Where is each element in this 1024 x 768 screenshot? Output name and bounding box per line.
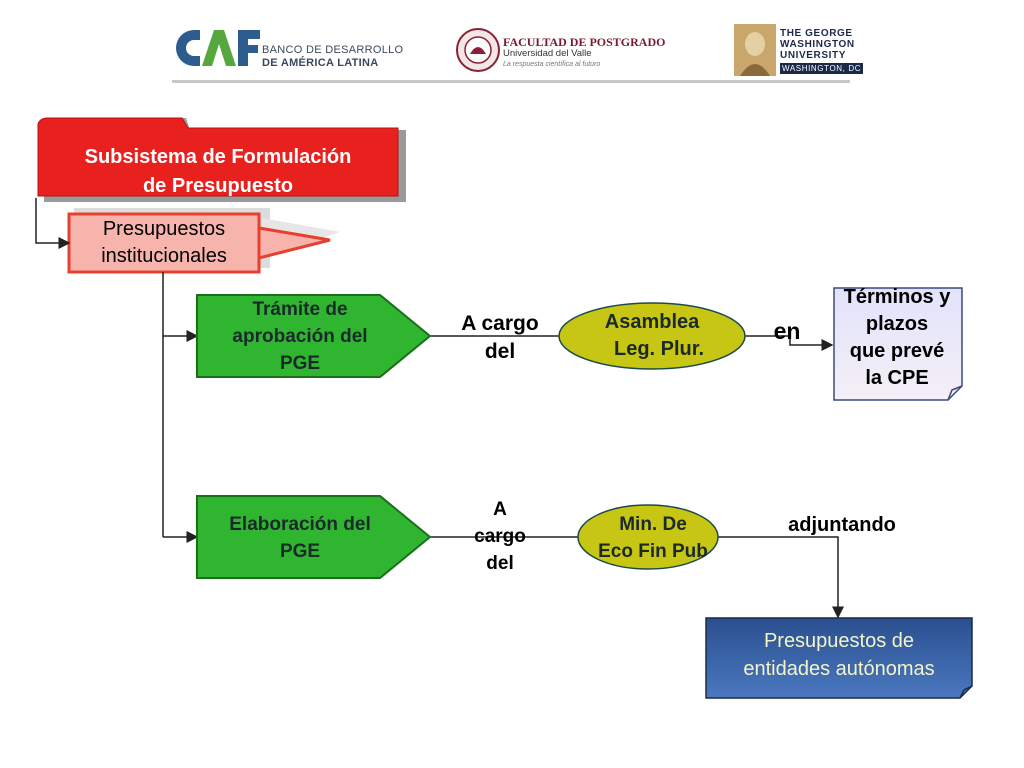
adjuntando-label: adjuntando [788,514,896,536]
terminos-line1: Términos y [843,286,951,308]
subsystem-line1: Subsistema de Formulación [84,146,352,168]
cargo-top-line1: A cargo [461,312,539,335]
subsystem-line2: de Presupuesto [142,175,294,197]
tramite-label: Trámite de aprobación del PGE [205,296,395,377]
cargo-top-label: A cargo del [445,310,555,366]
tramite-line1: Trámite de [252,299,348,320]
subsystem-box [37,117,406,202]
cargo-bottom-line1: A [493,499,507,520]
autonomas-line1: Presupuestos de [763,630,915,652]
autonomas-line2: entidades autónomas [743,658,935,680]
connector-asamblea-to-terminos [745,335,834,351]
cargo-top-line2: del [484,340,516,363]
institutional-line1: Presupuestos [102,218,226,240]
caf-line1: BANCO DE DESARROLLO [262,44,404,56]
institutional-box [67,208,340,274]
univalle-tagline: La respuesta científica al futuro [503,61,601,68]
asamblea-line2: Leg. Plur. [613,338,705,360]
caf-logo-text: BANCO DE DESARROLLO DE AMÉRICA LATINA [262,44,403,70]
elaboracion-line1: Elaboración del [229,514,371,535]
gwu-line4: WASHINGTON, DC [780,63,864,74]
terminos-note [833,287,963,401]
terminos-line3: que prevé [849,340,945,362]
elaboracion-line2: PGE [279,541,321,562]
ministerio-label: Min. De Eco Fin Pub [578,511,728,565]
cargo-bottom-line3: del [486,553,514,574]
institutional-label: Presupuestos institucionales [69,216,259,270]
caf-logo-icon [176,30,260,66]
connector-subsystem-to-institutional [35,198,71,249]
connector-min-to-autonomas [718,536,844,619]
asamblea-line1: Asamblea [604,311,700,333]
header-divider [172,80,850,83]
ministerio-line1: Min. De [619,514,687,535]
gwu-line2: WASHINGTON [780,39,855,50]
cargo-bottom-line2: cargo [474,526,526,547]
tramite-box [196,294,432,378]
ministerio-line2: Eco Fin Pub [598,541,708,562]
elaboracion-label: Elaboración del PGE [205,511,395,565]
tramite-line2: aprobación del [232,326,368,347]
tramite-line3: PGE [279,353,321,374]
autonomas-label: Presupuestos de entidades autónomas [706,627,972,683]
cargo-bottom-label: A cargo del [455,496,545,577]
gwu-line3: UNIVERSITY [780,50,847,61]
univalle-subtitle: Universidad del Valle [503,48,592,59]
terminos-line2: plazos [865,313,929,335]
gwu-line1: THE GEORGE [780,28,853,39]
asamblea-label: Asamblea Leg. Plur. [572,309,732,363]
caf-line2: DE AMÉRICA LATINA [262,57,379,69]
terminos-label: Términos y plazos que prevé la CPE [832,284,962,392]
gwu-logo-text: THE GEORGE WASHINGTON UNIVERSITY WASHING… [780,28,864,74]
univalle-title: FACULTAD DE POSTGRADO [503,35,666,49]
gwu-portrait-icon [734,24,776,76]
asamblea-ellipse [558,302,746,370]
en-label: en [773,318,801,344]
elaboracion-box [196,495,432,579]
autonomas-note [705,617,973,699]
terminos-line4: la CPE [865,367,929,389]
ministerio-ellipse [577,504,719,570]
univalle-seal-icon [456,28,500,72]
univalle-logo-text: FACULTAD DE POSTGRADO Universidad del Va… [503,35,666,70]
subsystem-label: Subsistema de Formulación de Presupuesto [38,143,398,201]
institutional-line2: institucionales [101,245,227,267]
